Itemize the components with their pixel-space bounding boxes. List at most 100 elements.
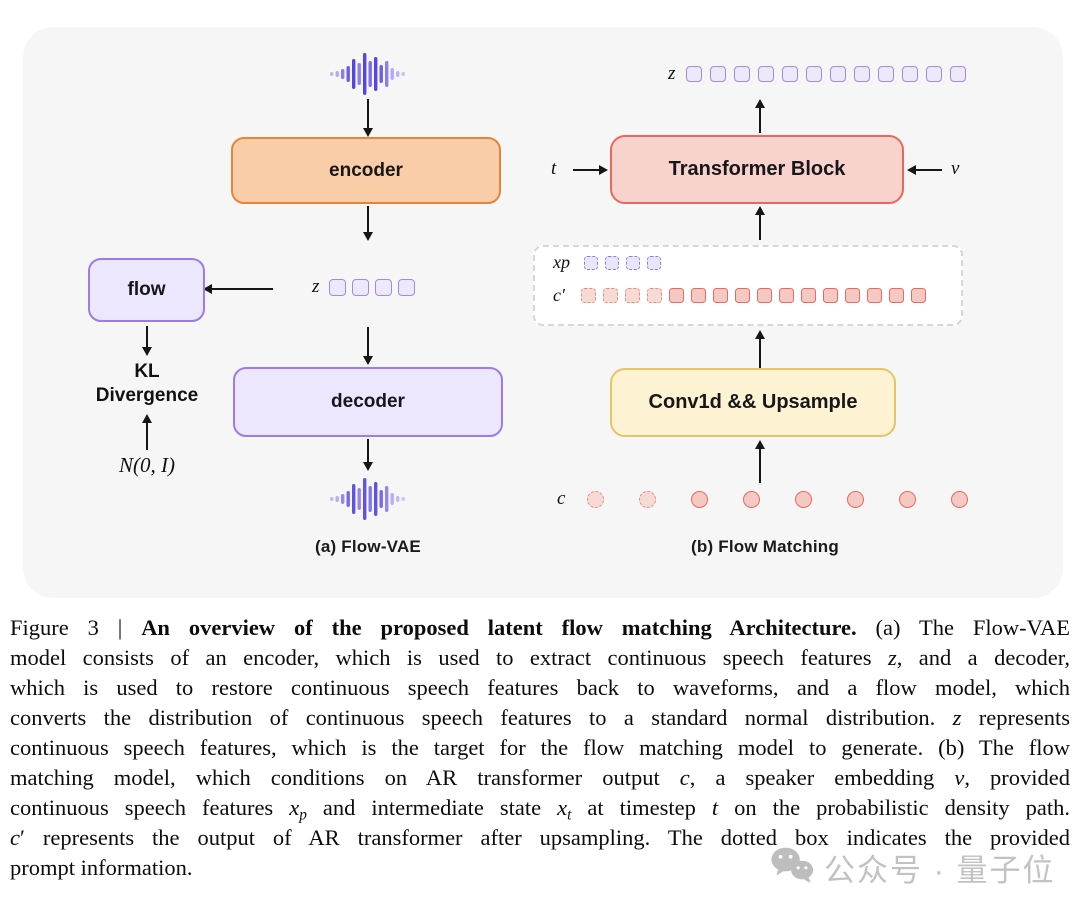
arrow-transformer-to-z (754, 99, 766, 133)
caption-segment: prompt information. (10, 855, 193, 880)
arrow-decoder-to-wave (362, 439, 374, 471)
caption-line: continuous speech features, which is the… (10, 733, 1070, 763)
token-solid (398, 278, 416, 296)
arrow-normal-to-kl (141, 414, 153, 450)
token-solid (866, 288, 882, 303)
watermark-text: 公众号 · 量子位 (824, 853, 1056, 888)
caption-segment: z (887, 645, 897, 670)
arrow-prompt-to-transformer (754, 206, 766, 240)
c-tokens (587, 490, 969, 508)
token-solid (329, 278, 347, 296)
token-dashed (624, 288, 640, 303)
token-solid (795, 490, 813, 508)
caption-line: c′ represents the output of AR transform… (10, 823, 1070, 853)
prompt-dotted-box (533, 245, 963, 326)
encoder-label: encoder (329, 159, 403, 181)
waveform-icon (330, 475, 406, 528)
caption-segment: which is used to restore continuous spee… (10, 675, 1070, 700)
token-solid (375, 278, 393, 296)
watermark: 公众号 · 量子位 (770, 845, 1056, 890)
token-solid (806, 66, 823, 82)
kl-divergence-label: KL Divergence (95, 361, 199, 406)
arrow-z-to-flow (203, 283, 273, 295)
token-solid (847, 490, 865, 508)
caption-segment: c (10, 825, 20, 850)
caption-segment: on the probabilistic density path. (718, 795, 1070, 820)
decoder-label: decoder (331, 391, 405, 412)
caption-line: continuous speech features xp and interm… (10, 793, 1070, 824)
transformer-block-label: Transformer Block (668, 158, 846, 180)
token-dashed (580, 288, 596, 303)
caption-segment: (a) The Flow-VAE (856, 615, 1070, 640)
arrow-z-to-decoder (362, 327, 374, 365)
caption-segment: model consists of an encoder, which is u… (10, 645, 888, 670)
token-solid (690, 288, 706, 303)
token-dashed (639, 490, 657, 508)
c-label: c (557, 488, 566, 509)
caption-segment: z (952, 705, 962, 730)
z-label: z (312, 276, 320, 297)
token-solid (758, 66, 775, 82)
token-solid (951, 490, 969, 508)
caption-segment: ′ represents the output of AR transforme… (20, 825, 1070, 850)
subfigure-b-caption: (b) Flow Matching (691, 537, 839, 556)
caption-segment: x (289, 795, 300, 820)
arrow-wave-to-encoder (362, 99, 374, 137)
c-token-row: c (557, 488, 969, 510)
waveform-icon (330, 50, 406, 103)
z-token-row-a: z (312, 276, 416, 298)
caption-line: converts the distribution of continuous … (10, 703, 1070, 733)
caption-segment: , provided (964, 765, 1071, 790)
caption-segment: represents (961, 705, 1070, 730)
token-solid (854, 66, 871, 82)
token-solid (926, 66, 943, 82)
v-label: v (951, 158, 960, 179)
token-dashed (646, 288, 662, 303)
token-solid (800, 288, 816, 303)
token-solid (899, 490, 917, 508)
caption-segment: continuous speech features, which is the… (10, 735, 1070, 760)
token-solid (743, 490, 761, 508)
t-label: t (551, 158, 557, 179)
token-solid (778, 288, 794, 303)
token-solid (756, 288, 772, 303)
flow-label: flow (127, 279, 166, 300)
normal-dist-label: N(0, I) (119, 453, 175, 477)
token-solid (902, 66, 919, 82)
token-solid (950, 66, 967, 82)
caption-segment: t (711, 795, 719, 820)
figure-panel: encoder z flow KL Divergence N(0, I) dec… (23, 27, 1063, 598)
transformer-block-box: Transformer Block (610, 135, 904, 204)
token-solid (686, 66, 703, 82)
caption-segment: An overview of the proposed latent flow … (141, 615, 857, 640)
token-solid (844, 288, 860, 303)
token-dashed (605, 255, 619, 270)
z-token-row-b: z (668, 63, 967, 85)
token-solid (878, 66, 895, 82)
z-tokens-a (329, 278, 416, 296)
caption-segment: converts the distribution of continuous … (10, 705, 953, 730)
token-solid (712, 288, 728, 303)
flow-box: flow (88, 258, 205, 322)
xp-tokens (584, 255, 661, 270)
token-solid (734, 288, 750, 303)
subfigure-a-caption: (a) Flow-VAE (315, 537, 421, 556)
caption-line: matching model, which conditions on AR t… (10, 763, 1070, 793)
token-solid (830, 66, 847, 82)
arrow-c-to-conv (754, 440, 766, 483)
token-dashed (587, 490, 605, 508)
token-solid (888, 288, 904, 303)
token-solid (734, 66, 751, 82)
caption-line: Figure 3 | An overview of the proposed l… (10, 613, 1070, 643)
token-solid (910, 288, 926, 303)
token-dashed (626, 255, 640, 270)
arrow-t-to-transformer (573, 164, 608, 176)
token-solid (782, 66, 799, 82)
caption-segment: , a speaker embedding (689, 765, 955, 790)
figure-caption: Figure 3 | An overview of the proposed l… (10, 613, 1070, 883)
token-solid (352, 278, 370, 296)
conv-upsample-box: Conv1d && Upsample (610, 368, 896, 437)
xp-label: xp (553, 252, 570, 272)
token-solid (668, 288, 684, 303)
caption-segment: v (954, 765, 965, 790)
